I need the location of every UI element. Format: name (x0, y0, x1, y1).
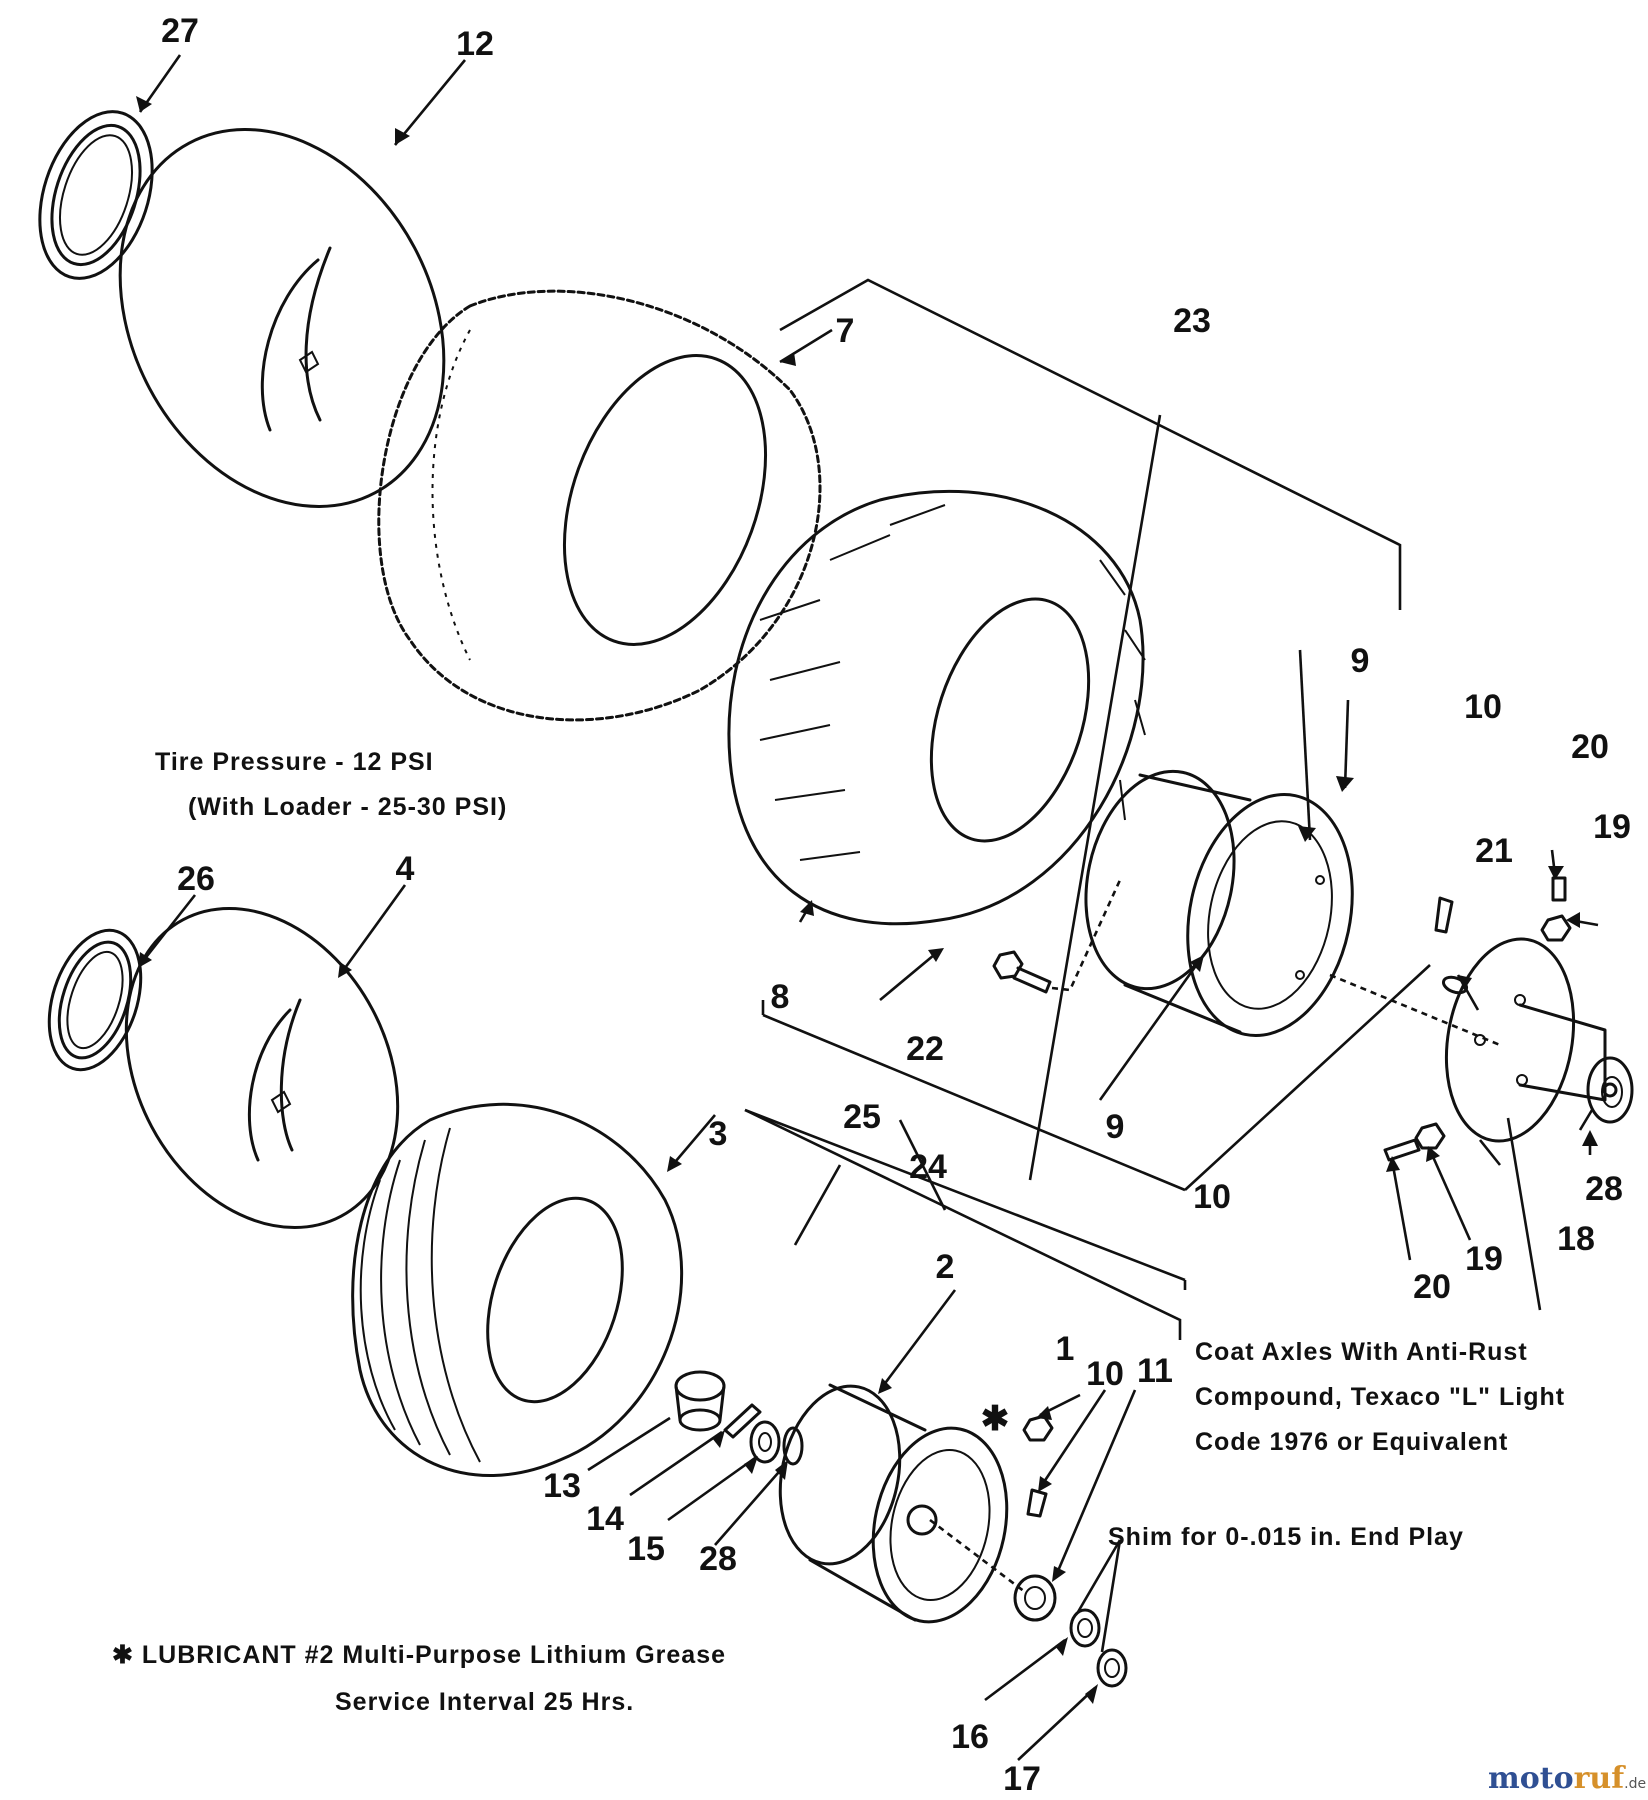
callout-11: 11 (1137, 1352, 1173, 1390)
part-1-grease-fitting (1022, 1414, 1054, 1442)
part-9-rim (1084, 769, 1354, 1037)
callout-labels: 27 12 7 23 9 10 20 19 21 26 4 8 22 9 25 … (161, 12, 1631, 1798)
part-28-seal-lower (782, 1426, 804, 1466)
callout-17: 17 (1003, 1760, 1041, 1798)
callout-21: 21 (1475, 832, 1513, 870)
part-10-bolt (1434, 896, 1454, 934)
callout-19-upper: 19 (1593, 808, 1631, 846)
part-26-ring (47, 928, 143, 1072)
callout-28-lower: 28 (699, 1540, 737, 1578)
part-19-nut-upper (1540, 914, 1572, 942)
part-18-hub (1444, 937, 1634, 1143)
part-3-ribbed-tire (351, 1102, 684, 1477)
callout-25: 25 (843, 1098, 881, 1136)
tire-pressure-note-line1: Tire Pressure - 12 PSI (155, 748, 434, 776)
coat-axles-note-line3: Code 1976 or Equivalent (1195, 1428, 1508, 1456)
notes: Tire Pressure - 12 PSI (With Loader - 25… (112, 748, 1565, 1716)
watermark-logo: motoruf.de (1488, 1761, 1646, 1796)
bracket-23-top (779, 278, 1402, 1181)
callout-9-lower: 9 (1106, 1108, 1125, 1146)
callout-9-upper: 9 (1351, 642, 1370, 680)
part-2-rim (778, 1383, 1009, 1624)
callout-13: 13 (543, 1467, 581, 1505)
part-12-inner-tube (118, 128, 446, 508)
callout-8: 8 (771, 978, 790, 1016)
bracket-23 (761, 964, 1431, 1192)
part-20-bolt-upper (1551, 876, 1567, 902)
coat-axles-note-line2: Compound, Texaco "L" Light (1195, 1383, 1565, 1411)
callout-22: 22 (906, 1030, 944, 1068)
part-13-bushing (674, 1370, 726, 1432)
part-16-shim (1069, 1608, 1101, 1648)
axle-alignment-line (929, 1518, 1026, 1594)
callout-19-lower: 19 (1465, 1240, 1503, 1278)
callout-18: 18 (1557, 1220, 1595, 1258)
part-17-shim (1096, 1648, 1128, 1688)
callout-23: 23 (1173, 302, 1211, 340)
callout-10-mid: 10 (1193, 1178, 1231, 1216)
part-19-nut-lower (1414, 1122, 1446, 1150)
callout-10-upper: 10 (1464, 688, 1502, 726)
shim-note: Shim for 0-.015 in. End Play (1108, 1523, 1464, 1551)
callout-2: 2 (936, 1248, 955, 1286)
callout-27: 27 (161, 12, 199, 50)
callout-24: 24 (909, 1148, 947, 1186)
part-14-pin (723, 1403, 762, 1439)
svg-text:motoruf.de: motoruf.de (1488, 1761, 1646, 1796)
coat-axles-note-line1: Coat Axles With Anti-Rust (1195, 1338, 1528, 1366)
hub-alignment-line (1329, 973, 1501, 1047)
part-27-ring (38, 110, 154, 280)
callout-4: 4 (396, 850, 415, 888)
part-10-bolt-lower (1026, 1488, 1048, 1518)
bracket-24 (744, 1108, 1187, 1290)
part-8-lug-tire (727, 489, 1146, 926)
part-22-bolt (992, 950, 1052, 994)
part-28-cap-upper (1602, 1082, 1618, 1098)
asterisk-marker: ✱ (981, 1400, 1010, 1438)
part-4-inner-tube (124, 906, 400, 1230)
part-20-bolt-lower (1383, 1138, 1421, 1162)
leader-lines (136, 54, 1599, 1761)
lubricant-note-line1: ✱ LUBRICANT #2 Multi-Purpose Lithium Gre… (112, 1641, 726, 1669)
callout-3: 3 (709, 1115, 728, 1153)
callout-15: 15 (627, 1530, 665, 1568)
callout-14: 14 (586, 1500, 624, 1538)
callout-7: 7 (836, 312, 855, 350)
part-15-washer (749, 1420, 781, 1464)
callout-10-lower: 10 (1086, 1355, 1124, 1393)
callout-16: 16 (951, 1718, 989, 1756)
callout-12: 12 (456, 25, 494, 63)
part-7-turf-tire (377, 289, 822, 722)
lubricant-note-line2: Service Interval 25 Hrs. (335, 1688, 634, 1716)
callout-20-lower: 20 (1413, 1268, 1451, 1306)
callout-28-upper: 28 (1585, 1170, 1623, 1208)
callout-20-upper: 20 (1571, 728, 1609, 766)
callout-26: 26 (177, 860, 215, 898)
tire-pressure-note-line2: (With Loader - 25-30 PSI) (188, 793, 507, 821)
bracket-25 (744, 1108, 1182, 1340)
part-11-bearing (1013, 1574, 1057, 1622)
callout-1: 1 (1056, 1330, 1075, 1368)
